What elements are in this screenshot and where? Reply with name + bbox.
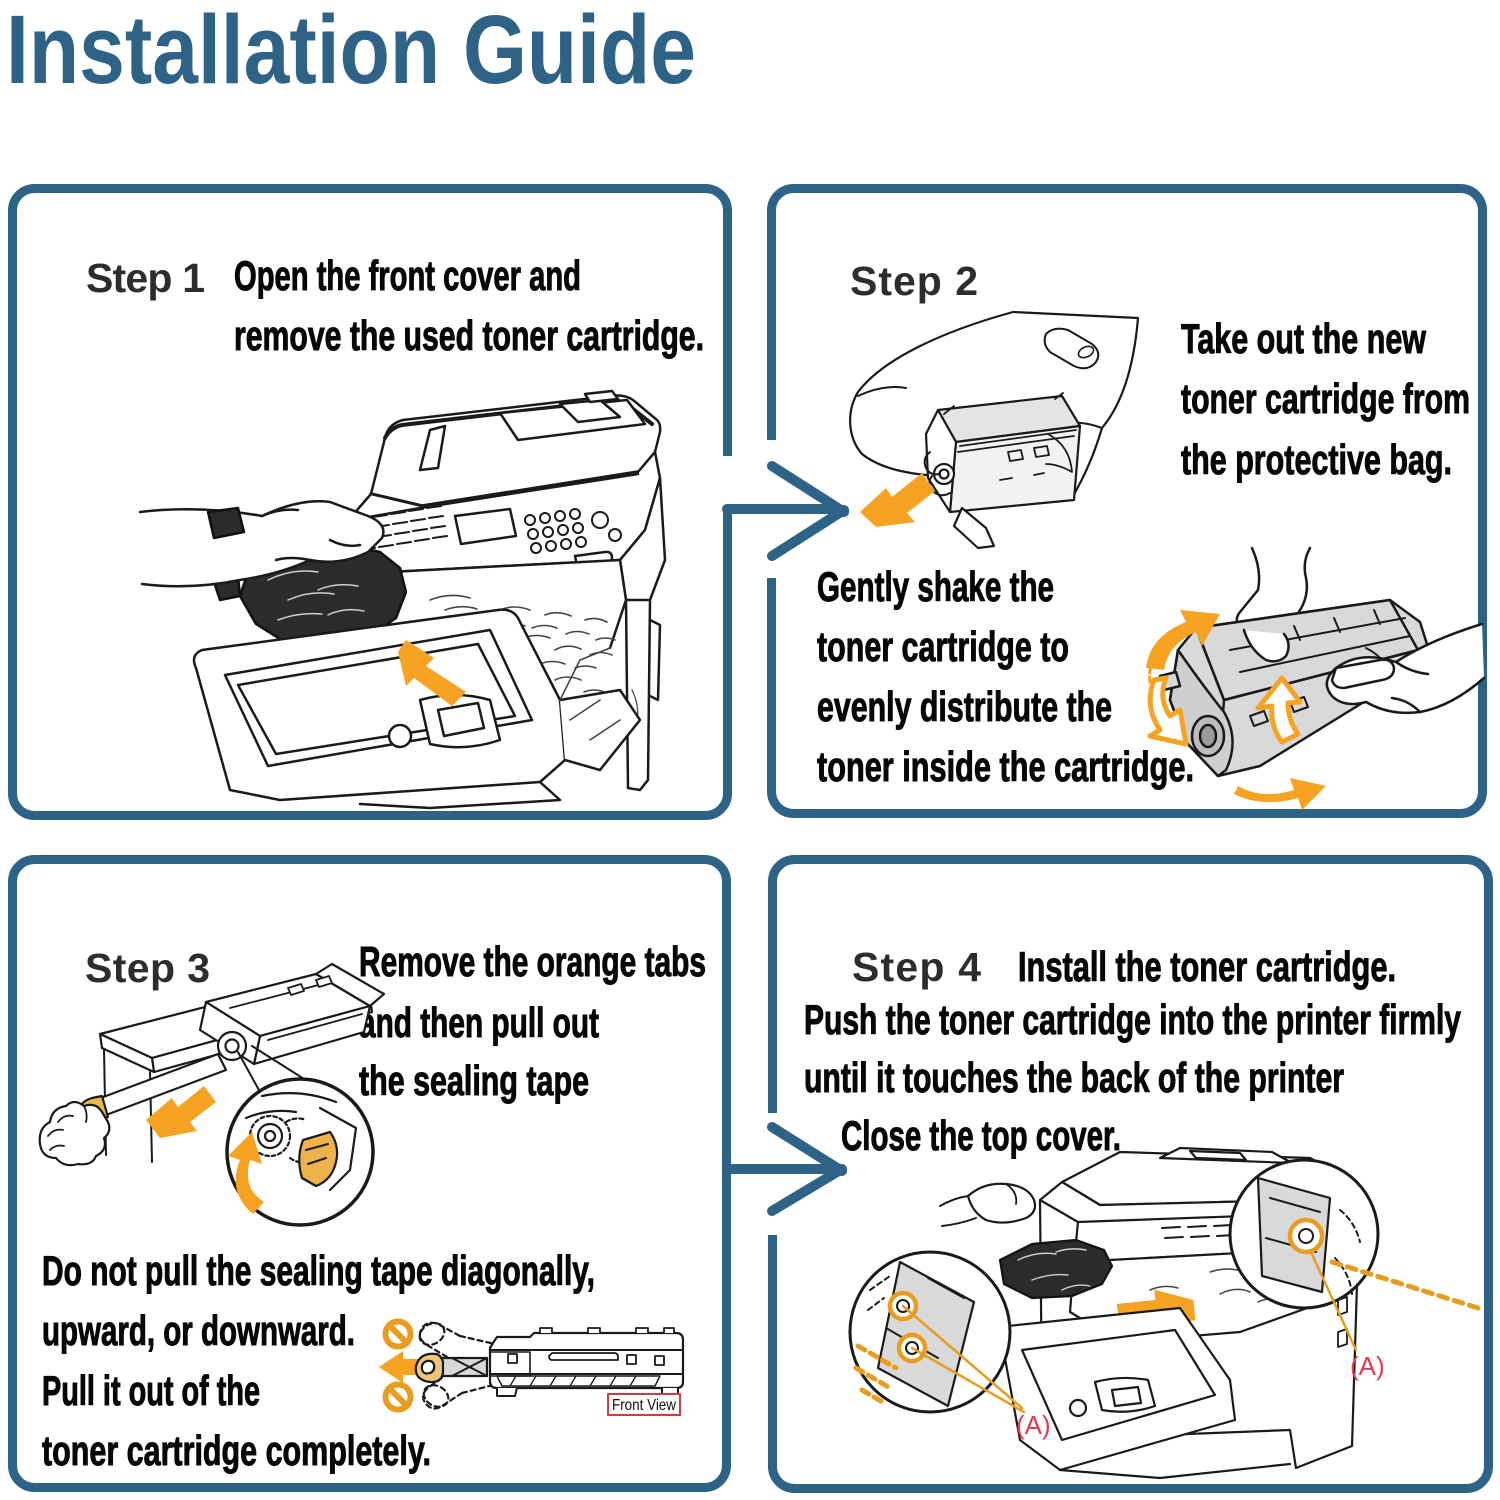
svg-text:Push the toner cartridge into: Push the toner cartridge into the printe… bbox=[804, 996, 1461, 1043]
svg-text:the sealing tape: the sealing tape bbox=[359, 1057, 589, 1104]
svg-text:Install the toner cartridge.: Install the toner cartridge. bbox=[1018, 943, 1396, 990]
svg-text:remove the used toner cartridg: remove the used toner cartridge. bbox=[234, 312, 704, 359]
svg-text:toner cartridge to: toner cartridge to bbox=[817, 623, 1069, 670]
svg-text:Step 3: Step 3 bbox=[85, 945, 212, 991]
svg-text:Do not pull the sealing tape d: Do not pull the sealing tape diagonally, bbox=[42, 1247, 595, 1294]
svg-text:toner inside the cartridge.: toner inside the cartridge. bbox=[817, 743, 1194, 790]
svg-text:Pull it out of the: Pull it out of the bbox=[42, 1367, 260, 1414]
svg-text:Remove the orange tabs: Remove the orange tabs bbox=[359, 938, 706, 985]
svg-text:Open the front cover and: Open the front cover and bbox=[234, 252, 581, 299]
svg-text:Step 1: Step 1 bbox=[86, 255, 207, 301]
svg-text:Front View: Front View bbox=[612, 1397, 677, 1414]
svg-text:evenly distribute the: evenly distribute the bbox=[817, 683, 1112, 730]
svg-text:Installation Guide: Installation Guide bbox=[6, 0, 696, 104]
svg-text:toner cartridge from: toner cartridge from bbox=[1181, 375, 1470, 422]
svg-text:until it touches the back of t: until it touches the back of the printer bbox=[804, 1054, 1344, 1101]
svg-text:toner cartridge completely.: toner cartridge completely. bbox=[42, 1427, 431, 1474]
svg-text:Take out the new: Take out the new bbox=[1181, 315, 1427, 362]
svg-text:Close the top cover.: Close the top cover. bbox=[841, 1112, 1121, 1159]
svg-text:(A): (A) bbox=[1016, 1410, 1051, 1440]
svg-text:and then pull out: and then pull out bbox=[359, 999, 599, 1046]
svg-text:Step 2: Step 2 bbox=[850, 258, 980, 304]
svg-text:upward, or downward.: upward, or downward. bbox=[42, 1307, 355, 1354]
svg-text:Step 4: Step 4 bbox=[852, 944, 983, 990]
svg-text:(A): (A) bbox=[1350, 1351, 1385, 1381]
svg-text:the protective bag.: the protective bag. bbox=[1181, 436, 1452, 483]
svg-text:Gently shake the: Gently shake the bbox=[817, 563, 1054, 610]
